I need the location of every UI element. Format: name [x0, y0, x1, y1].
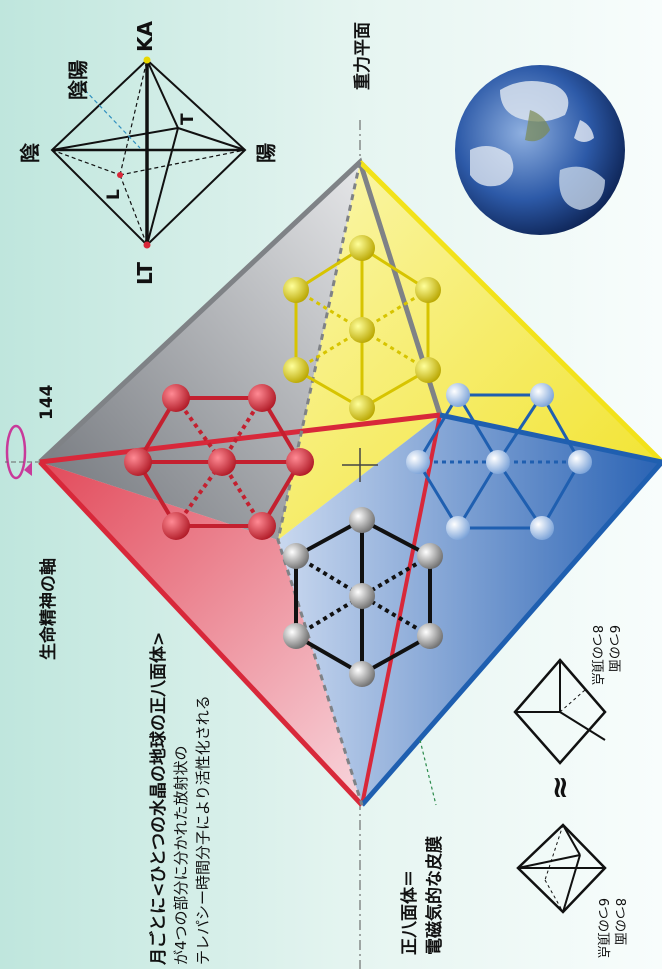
caption-block: 月ごとに<ひとつの水晶の地球の正八面体> が4つの部分に分かれた放射状の テレパ…	[148, 632, 214, 965]
life-spirit-axis-label: 生命精神の軸	[34, 558, 59, 660]
ka-label: KA	[133, 21, 157, 52]
octahedron-label-1: 正八面体＝	[395, 870, 420, 955]
approx-symbol: ≈	[543, 775, 578, 800]
cube-caption-line-1: 6つの面	[605, 625, 622, 685]
cube-caption: 6つの面 8つの頂点	[588, 625, 622, 685]
gravity-plane-label: 重力平面	[348, 22, 373, 90]
cube-caption-line-2: 8つの頂点	[588, 625, 605, 685]
octahedron-label-2: 電磁気的な皮膜	[420, 836, 445, 955]
octa-caption-line-2: 6つの頂点	[594, 898, 611, 958]
octa-caption-line-1: 8つの面	[611, 898, 628, 958]
l-label: L	[104, 189, 124, 200]
t-label: T	[178, 113, 198, 125]
caption-line-2: が4つの部分に分かれた放射状の	[170, 632, 192, 965]
axis-number: 144	[37, 385, 57, 421]
lt-label: LT	[133, 262, 157, 285]
caption-line-3: テレパシー時間分子により活性化される	[192, 632, 214, 965]
caption-line-1: 月ごとに<ひとつの水晶の地球の正八面体>	[148, 632, 170, 965]
top-char-label: 陰陽	[62, 60, 91, 100]
earth-globe-icon	[455, 65, 625, 235]
left-char-label: 陰	[14, 143, 43, 163]
octa-caption: 8つの面 6つの頂点	[594, 898, 628, 958]
right-char-label: 陽	[250, 143, 279, 163]
